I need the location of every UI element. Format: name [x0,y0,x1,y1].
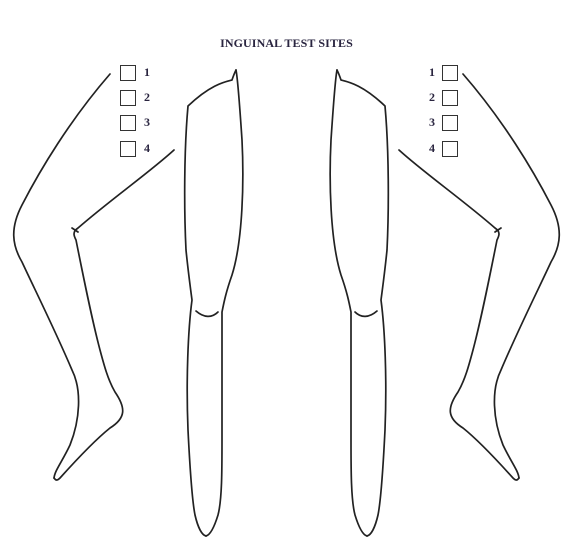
left-straight-leg-outer-outline [206,70,243,536]
left-bent-leg-front-outline [54,150,174,480]
right-site-2-checkbox[interactable] [442,90,458,106]
left-site-4: 4 [120,139,150,158]
right-site-4: 4 [429,139,458,158]
right-site-3: 3 [429,113,458,132]
right-straight-leg [330,70,388,536]
right-site-2-number: 2 [429,90,435,105]
left-site-4-number: 4 [144,141,150,156]
left-bent-leg-back-outline [14,74,110,478]
right-site-2: 2 [429,88,458,107]
left-bent-leg [14,74,174,480]
left-site-1: 1 [120,63,150,82]
right-site-1: 1 [429,63,458,82]
right-site-3-checkbox[interactable] [442,115,458,131]
left-straight-leg-inner-outline [185,70,236,536]
left-straight-leg-knee-cap [196,311,218,316]
left-site-2-number: 2 [144,90,150,105]
left-site-4-checkbox[interactable] [120,141,136,157]
right-straight-leg-knee-cap [355,311,377,316]
right-bent-leg-front-outline [399,150,519,480]
left-site-1-checkbox[interactable] [120,65,136,81]
right-straight-leg-inner-outline [337,70,388,536]
left-site-1-number: 1 [144,65,150,80]
right-site-4-checkbox[interactable] [442,141,458,157]
left-site-2-checkbox[interactable] [120,90,136,106]
left-site-3-checkbox[interactable] [120,115,136,131]
left-straight-leg [185,70,243,536]
right-site-4-number: 4 [429,141,435,156]
right-site-1-number: 1 [429,65,435,80]
right-site-3-number: 3 [429,115,435,130]
right-bent-leg [399,74,559,480]
right-bent-leg-back-outline [463,74,559,478]
left-site-3: 3 [120,113,150,132]
left-site-3-number: 3 [144,115,150,130]
right-straight-leg-outer-outline [330,70,367,536]
right-site-1-checkbox[interactable] [442,65,458,81]
left-site-2: 2 [120,88,150,107]
